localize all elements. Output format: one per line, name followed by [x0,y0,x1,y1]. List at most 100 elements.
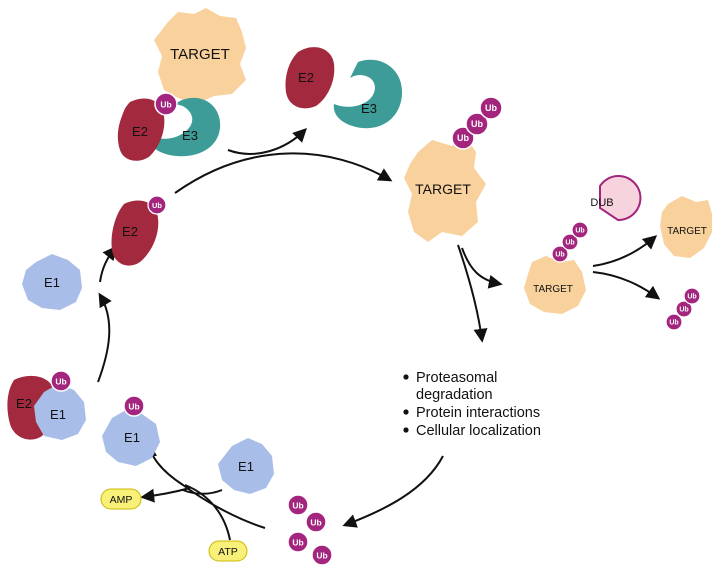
ub-label: Ub [679,307,688,314]
amp-label: AMP [110,494,133,506]
released-e2-e3: E2 E3 [285,47,402,129]
atp-molecule: ATP [208,540,248,562]
ub-label: Ub [687,294,696,301]
polyubiquitin-chain: Ub Ub Ub [451,96,503,150]
ub-label: Ub [292,538,303,548]
target-protein [154,8,246,104]
e2-label: E2 [298,70,314,85]
e2-enzyme [117,98,165,161]
e1-enzyme [218,438,274,494]
released-ubiquitin-chain: Ub Ub Ub [665,287,701,331]
ub-label: Ub [565,240,574,247]
e2-enzyme [285,47,335,109]
e2-label: E2 [16,396,32,411]
target-label: TARGET [533,284,573,295]
ub-label: Ub [555,252,564,259]
complex-target-e2-e3: TARGET E3 E2 Ub [117,8,246,161]
e3-label: E3 [361,101,377,116]
amp-molecule: AMP [100,488,142,510]
ub-label: Ub [471,119,483,129]
e2-enzyme [111,200,159,266]
e2-ubiquitin-thioester: E2 Ub [111,195,167,266]
e1-label: E1 [124,430,140,445]
arrow-dub-to-ub [592,271,661,300]
outcome-protein-interactions: Protein interactions [416,405,540,421]
ubiquitin [123,395,145,417]
e3-enzyme [149,97,221,157]
ubiquitinated-target: TARGET Ub Ub Ub [404,96,503,242]
target-label: TARGET [170,46,230,63]
ubiquitin [665,313,683,331]
e1-label: E1 [50,407,66,422]
target-protein [660,196,712,258]
ub-label: Ub [128,402,139,412]
ubiquitin [479,96,503,120]
e1-enzyme [34,384,86,440]
ubiquitin [50,370,72,392]
outcome-degradation: degradation [416,387,493,403]
outcomes-list: Proteasomal degradation Protein interact… [403,370,541,439]
target-label: TARGET [415,181,471,197]
e1-label: E1 [238,459,254,474]
target-protein [524,256,586,314]
ub-label: Ub [292,501,303,511]
arrow-free-ub-to-e1 [143,442,266,529]
bullet [403,427,409,433]
ubiquitin [287,531,309,553]
arrow-target-to-outcomes [457,244,488,343]
free-ubiquitin-pool: Ub Ub Ub Ub [287,494,333,566]
polyubiquitin-chain: Ub Ub Ub [551,221,589,263]
dub-label: DUB [590,197,613,209]
e1-label: E1 [44,275,60,290]
ubiquitin [551,245,569,263]
bullet [403,374,409,380]
amp-pill [100,488,142,510]
dub-enzyme [599,175,642,222]
e1-enzyme [22,254,82,310]
arrow-dub-to-target [592,235,658,267]
bullet [403,409,409,415]
ubiquitin [561,233,579,251]
e2-label: E2 [132,124,148,139]
ubiquitin [683,287,701,305]
ubiquitin [675,300,693,318]
e1-ubiquitin-thioester: E1 Ub [102,395,160,466]
ub-label: Ub [160,100,171,110]
ubiquitin [147,195,167,215]
ubiquitin [154,92,178,116]
arrow-atp-in [184,484,231,541]
arrow-to-dub-step [461,247,503,289]
e2-label: E2 [122,224,138,239]
ub-label: Ub [152,201,162,210]
ubiquitin [451,126,475,150]
arrow-amp-out [140,487,191,503]
arrow-e1-to-e2-transfer [97,292,112,383]
ub-label: Ub [316,551,327,561]
arrow-e1-in [182,489,223,495]
ub-label: Ub [55,377,66,387]
ub-label: Ub [485,103,497,113]
arrow-to-target-ubiquitinated [174,152,393,194]
ub-label: Ub [310,518,321,528]
deubiquitination-step: TARGET Ub Ub Ub DUB TARGET Ub Ub Ub [524,175,712,331]
free-e1: E1 [22,254,82,310]
ubiquitin [305,511,327,533]
outcome-cellular-localization: Cellular localization [416,423,541,439]
ubiquitin [571,221,589,239]
e1-e2-complex: E2 E1 Ub [7,370,86,440]
ubiquitin [311,544,333,566]
arrow-outcomes-to-free-ub [342,455,444,528]
e1-enzyme [102,410,160,466]
ub-label: Ub [457,133,469,143]
target-label: TARGET [667,226,707,237]
ubiquitin [287,494,309,516]
cycle-arrows [97,128,661,541]
atp-pill [208,540,248,562]
target-protein [404,138,486,242]
ub-label: Ub [575,228,584,235]
arrow-complex-dissociation [227,128,307,155]
outcome-proteasomal: Proteasomal [416,370,497,386]
e3-label: E3 [182,128,198,143]
atp-label: ATP [218,546,238,558]
